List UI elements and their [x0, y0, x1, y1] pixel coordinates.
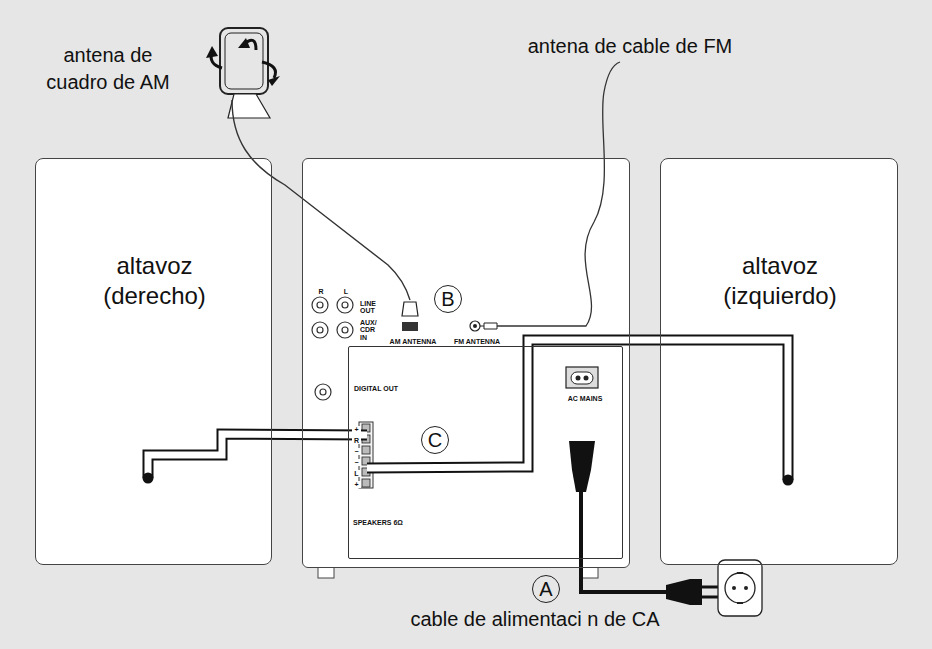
- speaker-fill: [35, 158, 272, 565]
- fm-jack-pin: [473, 324, 477, 328]
- ac-socket-pin: [576, 376, 581, 381]
- panel-label: R: [352, 437, 361, 444]
- wall-socket-face: [725, 573, 755, 603]
- panel-label: SPEAKERS 6Ω: [353, 519, 403, 526]
- wire-end-dot: [143, 473, 154, 484]
- speaker-fill: [660, 158, 898, 565]
- speaker-box: altavoz (izquierdo): [660, 158, 898, 565]
- panel-label: FM ANTENNA: [449, 338, 505, 345]
- fm-jack: [470, 321, 480, 331]
- am-loop-inner: [225, 33, 263, 89]
- panel-label: L: [352, 470, 361, 477]
- callout-label: cable de alimentaci n de CA: [370, 606, 700, 633]
- panel-label: LINE OUT: [360, 300, 386, 315]
- wire-outer: [367, 340, 788, 480]
- terminal: [362, 446, 370, 454]
- am-wire: [232, 100, 410, 300]
- ac-socket: [566, 367, 598, 388]
- panel-label: −: [352, 459, 361, 466]
- terminal: [362, 479, 370, 487]
- rear-panel: DIGITAL OUT AC MAINS + R − − L + SPEAKERS 6Ω C: [348, 346, 623, 559]
- power-cord: [581, 490, 668, 592]
- socket-hole: [732, 586, 736, 590]
- speaker-wire: [367, 340, 794, 486]
- ac-plug: [569, 441, 595, 492]
- wall-plug: [666, 579, 702, 605]
- callout-letter: B: [435, 286, 461, 312]
- ac-socket-pin: [584, 376, 589, 381]
- speaker-label: altavoz (izquierdo): [691, 251, 869, 311]
- speaker-label: altavoz (derecho): [66, 251, 243, 311]
- panel-label: AM ANTENNA: [385, 338, 441, 345]
- panel-label: −: [352, 448, 361, 455]
- panel-label: AC MAINS: [563, 395, 607, 402]
- panel-label: +: [352, 481, 361, 488]
- speaker-box: altavoz (derecho): [35, 158, 272, 565]
- plug-pins: [702, 587, 718, 597]
- wire-end-dot: [783, 475, 794, 486]
- panel-label: AUX/ CDR IN: [360, 319, 382, 341]
- callout-label: antena de cable de FM: [505, 33, 755, 60]
- callout-circle: B: [434, 285, 462, 313]
- ac-socket-inner: [571, 372, 593, 384]
- wall-socket: [718, 560, 762, 616]
- main-unit: R L LINE OUT AUX/ CDR INAM ANTENNA FM ANTENN…: [302, 158, 630, 568]
- socket-earth: [737, 573, 743, 603]
- fm-wire: [497, 62, 620, 326]
- arrow-heads: [206, 38, 280, 86]
- callout-letter: C: [422, 427, 448, 453]
- panel-label: +: [352, 426, 361, 433]
- callout-circle: C: [421, 426, 449, 454]
- wire-inner: [367, 340, 788, 480]
- fm-plug: [480, 323, 497, 329]
- am-loop: [220, 28, 268, 94]
- am-socket: [402, 322, 418, 331]
- speaker-wire: [143, 434, 368, 484]
- panel-label: DIGITAL OUT: [353, 385, 399, 392]
- callout-letter: A: [533, 576, 559, 602]
- callout-label: antena de cuadro de AM: [33, 42, 183, 96]
- panel-label: L: [340, 288, 352, 295]
- panel-label: R: [315, 288, 327, 295]
- rca-jacks: [312, 297, 353, 400]
- callout-circle: A: [532, 575, 560, 603]
- wire-inner: [148, 434, 367, 478]
- am-plug: [402, 302, 418, 316]
- am-stand: [228, 94, 270, 118]
- socket-hole: [744, 586, 748, 590]
- wire-outer: [148, 434, 367, 478]
